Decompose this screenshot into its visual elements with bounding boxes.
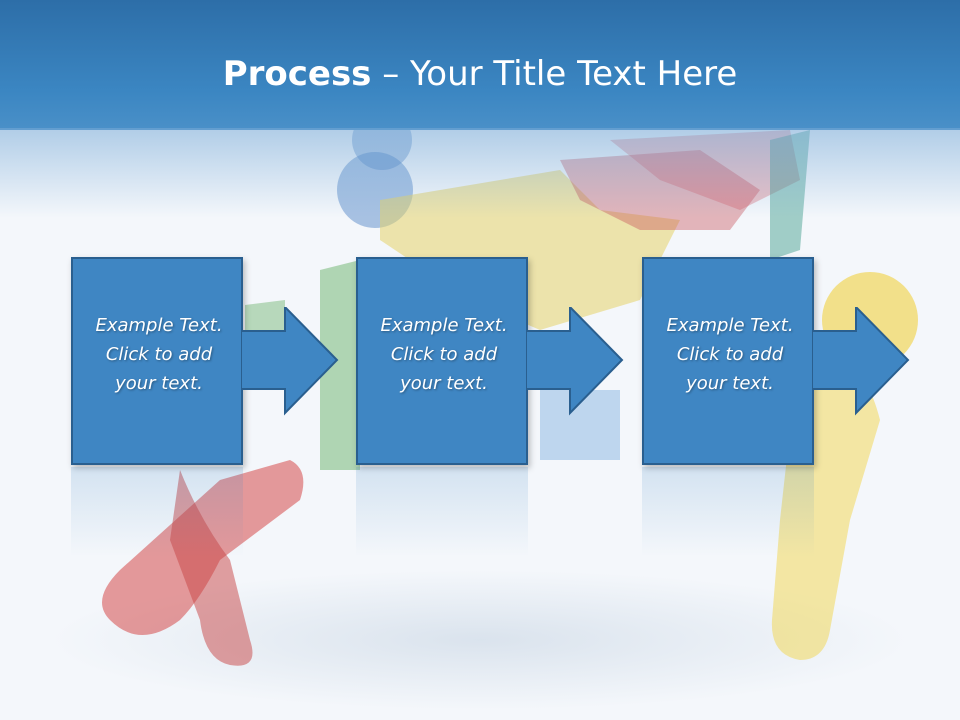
step-2-reflection [356,467,528,557]
step-1-line-2: Click to add [105,344,213,365]
step-1-line-1: Example Text. [95,315,223,336]
slide-title-bold: Process [222,54,372,94]
title-bar-fade [0,128,960,218]
step-1-line-3: your text. [115,373,203,394]
step-1-text-box[interactable]: Example Text. Click to add your text. [71,257,243,465]
step-3-reflection [642,467,814,557]
step-3-text[interactable]: Example Text. Click to add your text. [644,311,816,398]
step-2-arrow-icon [526,307,624,416]
step-3-line-2: Click to add [676,344,784,365]
slide-title[interactable]: Process – Your Title Text Here [0,52,960,96]
step-2-line-3: your text. [400,373,488,394]
title-bar [0,0,960,130]
step-1-text[interactable]: Example Text. Click to add your text. [73,311,245,398]
step-2-line-1: Example Text. [380,315,508,336]
step-3-text-box[interactable]: Example Text. Click to add your text. [642,257,814,465]
step-3-line-3: your text. [686,373,774,394]
step-2-line-2: Click to add [390,344,498,365]
step-3-line-1: Example Text. [666,315,794,336]
step-1-reflection [71,467,243,557]
step-2-text[interactable]: Example Text. Click to add your text. [358,311,530,398]
step-3-arrow-icon [812,307,910,416]
step-1-arrow-icon [241,307,339,416]
slide-title-rest: – Your Title Text Here [371,54,738,94]
step-2-text-box[interactable]: Example Text. Click to add your text. [356,257,528,465]
